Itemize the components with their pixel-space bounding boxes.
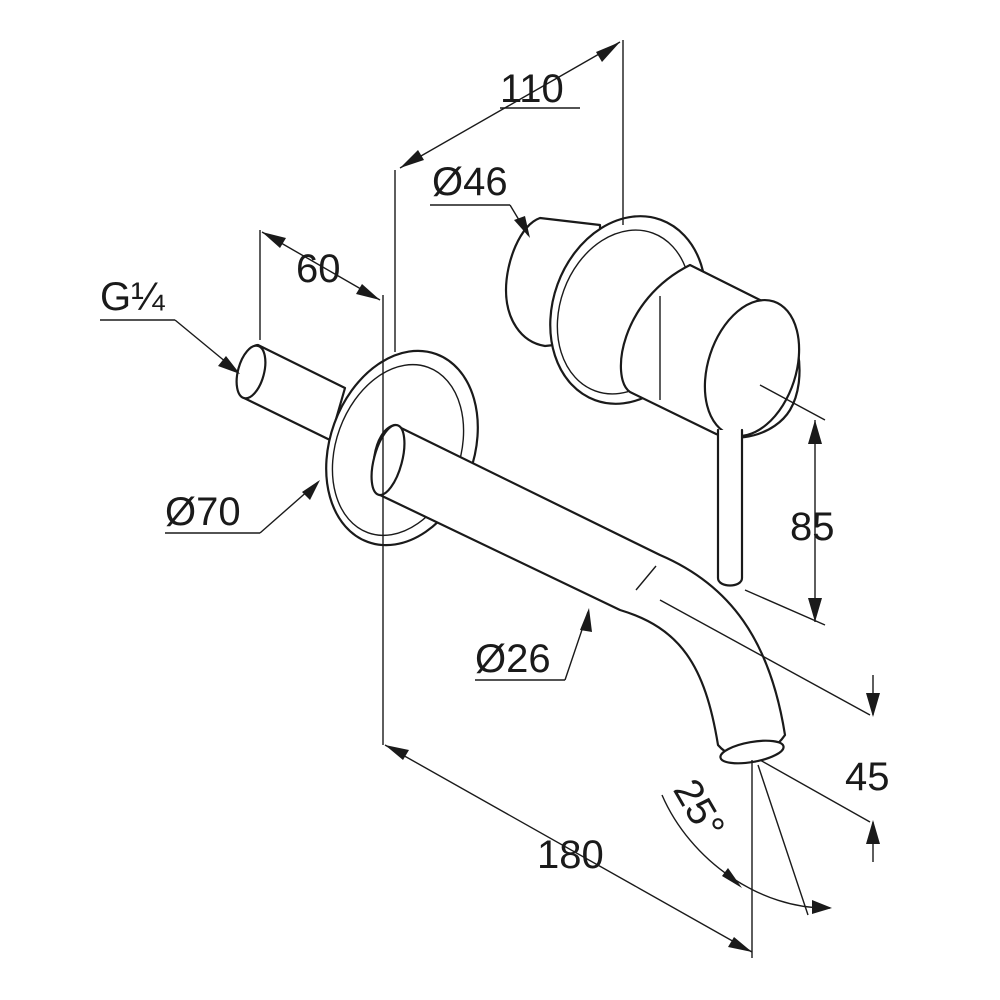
dim-45-ext-bottom [759,759,871,823]
connection-stub-end [235,344,267,400]
label-110: 110 [500,67,564,111]
label-d26: Ø26 [475,637,551,681]
angle-arrow-right [812,900,832,914]
dim-45-arrow-bottom [866,820,880,844]
dim-180-arrow-right [728,937,752,952]
label-thread: G¼ [100,275,165,319]
spout-assembly [235,343,787,765]
d70-arrow [302,480,320,500]
angle-arrow-left [722,868,742,888]
spout-seam [635,565,657,591]
dim-60-arrow-right [356,284,380,300]
dim-110-arrow-right [596,42,620,62]
dim-180-line [384,744,753,953]
d26-arrow [580,608,592,632]
dimension-lines [100,40,880,958]
dim-85-arrow-bottom [808,598,822,622]
thread-arrow [218,356,240,374]
dim-60-arrow-left [262,232,286,248]
dim-110-line [399,41,621,169]
spout-tube-inlet [370,423,406,497]
label-60: 60 [296,247,341,291]
dim-180-arrow-left [385,745,409,760]
label-85: 85 [790,505,835,549]
angle-ref-line [757,764,809,916]
d46-arrow [514,216,530,238]
spout-outlet [719,739,785,765]
handle-lever [716,428,744,587]
dim-85-arrow-top [808,420,822,444]
dim-85-ext-top [759,384,826,421]
dim-45-arrow-top [866,693,880,717]
handle-unit [504,215,801,587]
label-d70: Ø70 [165,490,241,534]
label-d46: Ø46 [432,160,508,204]
dim-45-ext-top [659,599,871,716]
label-angle: 25° [665,772,733,846]
dim-110-arrow-left [400,150,424,168]
label-45: 45 [845,755,890,799]
dim-85-ext-bottom [744,589,826,626]
label-180: 180 [537,833,604,877]
